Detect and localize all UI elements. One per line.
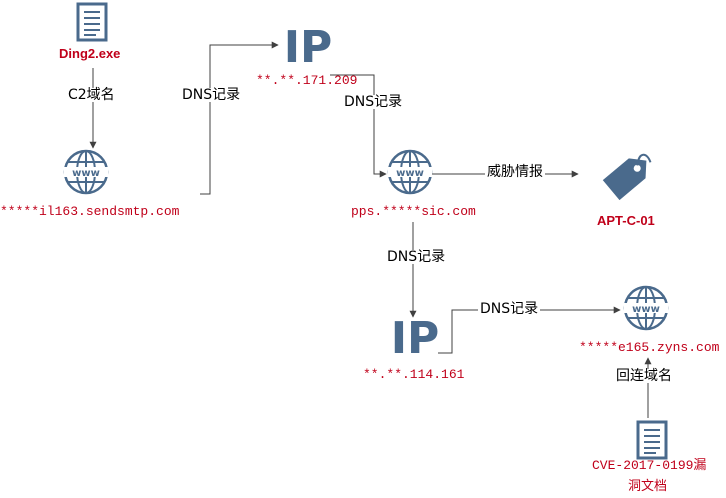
edge-ip1-to-pps (330, 74, 387, 178)
cve-doc-label-line2: 洞文档 (628, 479, 668, 494)
ip-2-badge: IP (391, 313, 440, 364)
edge-c2-to-ip1 (200, 41, 279, 195)
e165-domain-label: *****e165.zyns.com (579, 340, 720, 355)
c2-domain-label: *****il163.sendsmtp.com (0, 204, 180, 219)
ding2-label: Ding2.exe (59, 46, 121, 61)
e165-domain-globe-icon (622, 285, 670, 331)
ding2-document-icon (76, 2, 108, 42)
cve-doc-label-line1: CVE-2017-0199漏 (592, 458, 707, 473)
pps-domain-label: pps.*****sic.com (351, 204, 476, 219)
apt-tag-icon (602, 153, 652, 201)
edge-label-dns-4: DNS记录 (478, 301, 541, 317)
c2-domain-globe-icon (62, 149, 110, 195)
edge-label-dns-2: DNS记录 (342, 94, 405, 110)
cve-document-icon (636, 420, 668, 460)
ip-1-label: **.**.171.209 (256, 73, 358, 88)
ip-1-badge: IP (284, 22, 333, 73)
edge-label-dns-3: DNS记录 (385, 249, 448, 265)
edge-label-connect-back: 回连域名 (614, 368, 674, 384)
ip-2-label: **.**.114.161 (363, 367, 465, 382)
edge-label-threat-intel: 威胁情报 (485, 164, 545, 180)
edge-label-dns-1: DNS记录 (180, 87, 243, 103)
pps-domain-globe-icon (386, 149, 434, 195)
edge-label-c2: C2域名 (66, 87, 117, 103)
apt-label: APT-C-01 (597, 213, 655, 228)
